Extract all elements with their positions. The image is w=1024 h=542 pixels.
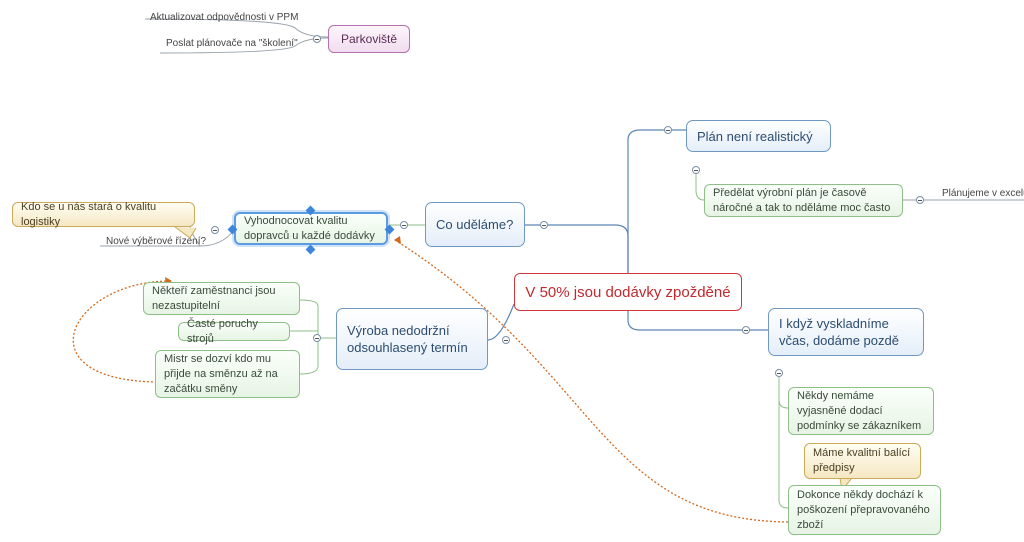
subtopic-breakdowns-label: Časté poruchy strojů	[187, 317, 258, 345]
leaf-excel[interactable]: Plánujeme v excelu	[942, 188, 1024, 199]
subtopic-carrier-quality-label: Vyhodnocovat kvalitu dopravců u každé do…	[244, 214, 375, 242]
subtopic-plan-redo-label: Předělat výrobní plán je časově náročné …	[713, 186, 891, 214]
carrier-collapse-icon[interactable]	[211, 226, 219, 234]
parking-collapse-icon[interactable]	[313, 35, 321, 43]
leaf-tender[interactable]: Nové výběrové řízení?	[106, 236, 207, 247]
topic-co[interactable]: Co uděláme?	[425, 202, 525, 247]
subtopic-foreman-label: Mistr se dozví kdo mu přijde na směnzu a…	[164, 352, 278, 395]
topic-plan-label: Plán není realistický	[697, 128, 813, 144]
parking-item-2[interactable]: Poslat plánovače na "školení"	[166, 38, 298, 49]
topic-vyroba[interactable]: Výroba nedodržní odsouhlasený termín	[336, 308, 488, 370]
topic-co-label: Co uděláme?	[436, 217, 514, 232]
parking-lot-label: Parkoviště	[340, 32, 398, 46]
subtopic-delivery-terms[interactable]: Někdy nemáme vyjasněné dodací podmínky s…	[788, 387, 934, 435]
co-connector-dot	[540, 221, 548, 229]
plan-connector-dot	[664, 126, 672, 134]
topic-vyroba-label: Výroba nedodržní odsouhlasený termín	[347, 323, 468, 355]
topic-vysklad-label: I když vyskladníme včas, dodáme pozdě	[779, 316, 899, 348]
plan-collapse-icon[interactable]	[692, 166, 700, 174]
callout-packaging[interactable]: Máme kvalitní balící předpisy	[804, 443, 921, 479]
vysklad-collapse-icon[interactable]	[775, 369, 783, 377]
vyroba-connector-dot	[502, 336, 510, 344]
parking-item-1[interactable]: Aktualizovat odpovědnosti v PPM	[150, 12, 299, 23]
co-collapse-icon[interactable]	[400, 221, 408, 229]
topic-plan[interactable]: Plán není realistický	[686, 120, 831, 152]
callout-logistics-quality[interactable]: Kdo se u nás stará o kvalitu logistiky	[12, 200, 195, 228]
callout-packaging-label: Máme kvalitní balící předpisy	[813, 447, 911, 474]
central-topic[interactable]: V 50% jsou dodávky zpožděné	[514, 273, 742, 311]
vysklad-connector-dot	[742, 326, 750, 334]
subtopic-damage-label: Dokonce někdy dochází k poškození přepra…	[797, 488, 930, 531]
subtopic-irreplaceable[interactable]: Někteří zaměstnanci jsou nezastupitelní	[143, 282, 300, 315]
subtopic-plan-redo[interactable]: Předělat výrobní plán je časově náročné …	[704, 184, 903, 217]
parking-lot-topic[interactable]: Parkoviště	[328, 25, 410, 53]
vyroba-collapse-icon[interactable]	[313, 334, 321, 342]
subtopic-carrier-quality[interactable]: Vyhodnocovat kvalitu dopravců u každé do…	[234, 212, 388, 245]
topic-vysklad[interactable]: I když vyskladníme včas, dodáme pozdě	[768, 308, 924, 356]
subtopic-breakdowns[interactable]: Časté poruchy strojů	[178, 318, 290, 345]
plan-sub-collapse-icon[interactable]	[916, 196, 924, 204]
subtopic-irreplaceable-label: Někteří zaměstnanci jsou nezastupitelní	[152, 284, 276, 312]
subtopic-delivery-terms-label: Někdy nemáme vyjasněné dodací podmínky s…	[797, 389, 922, 432]
subtopic-damage[interactable]: Dokonce někdy dochází k poškození přepra…	[788, 485, 941, 535]
central-topic-label: V 50% jsou dodávky zpožděné	[525, 283, 731, 301]
subtopic-foreman[interactable]: Mistr se dozví kdo mu přijde na směnzu a…	[155, 350, 300, 398]
callout-logistics-quality-label: Kdo se u nás stará o kvalitu logistiky	[21, 200, 157, 228]
